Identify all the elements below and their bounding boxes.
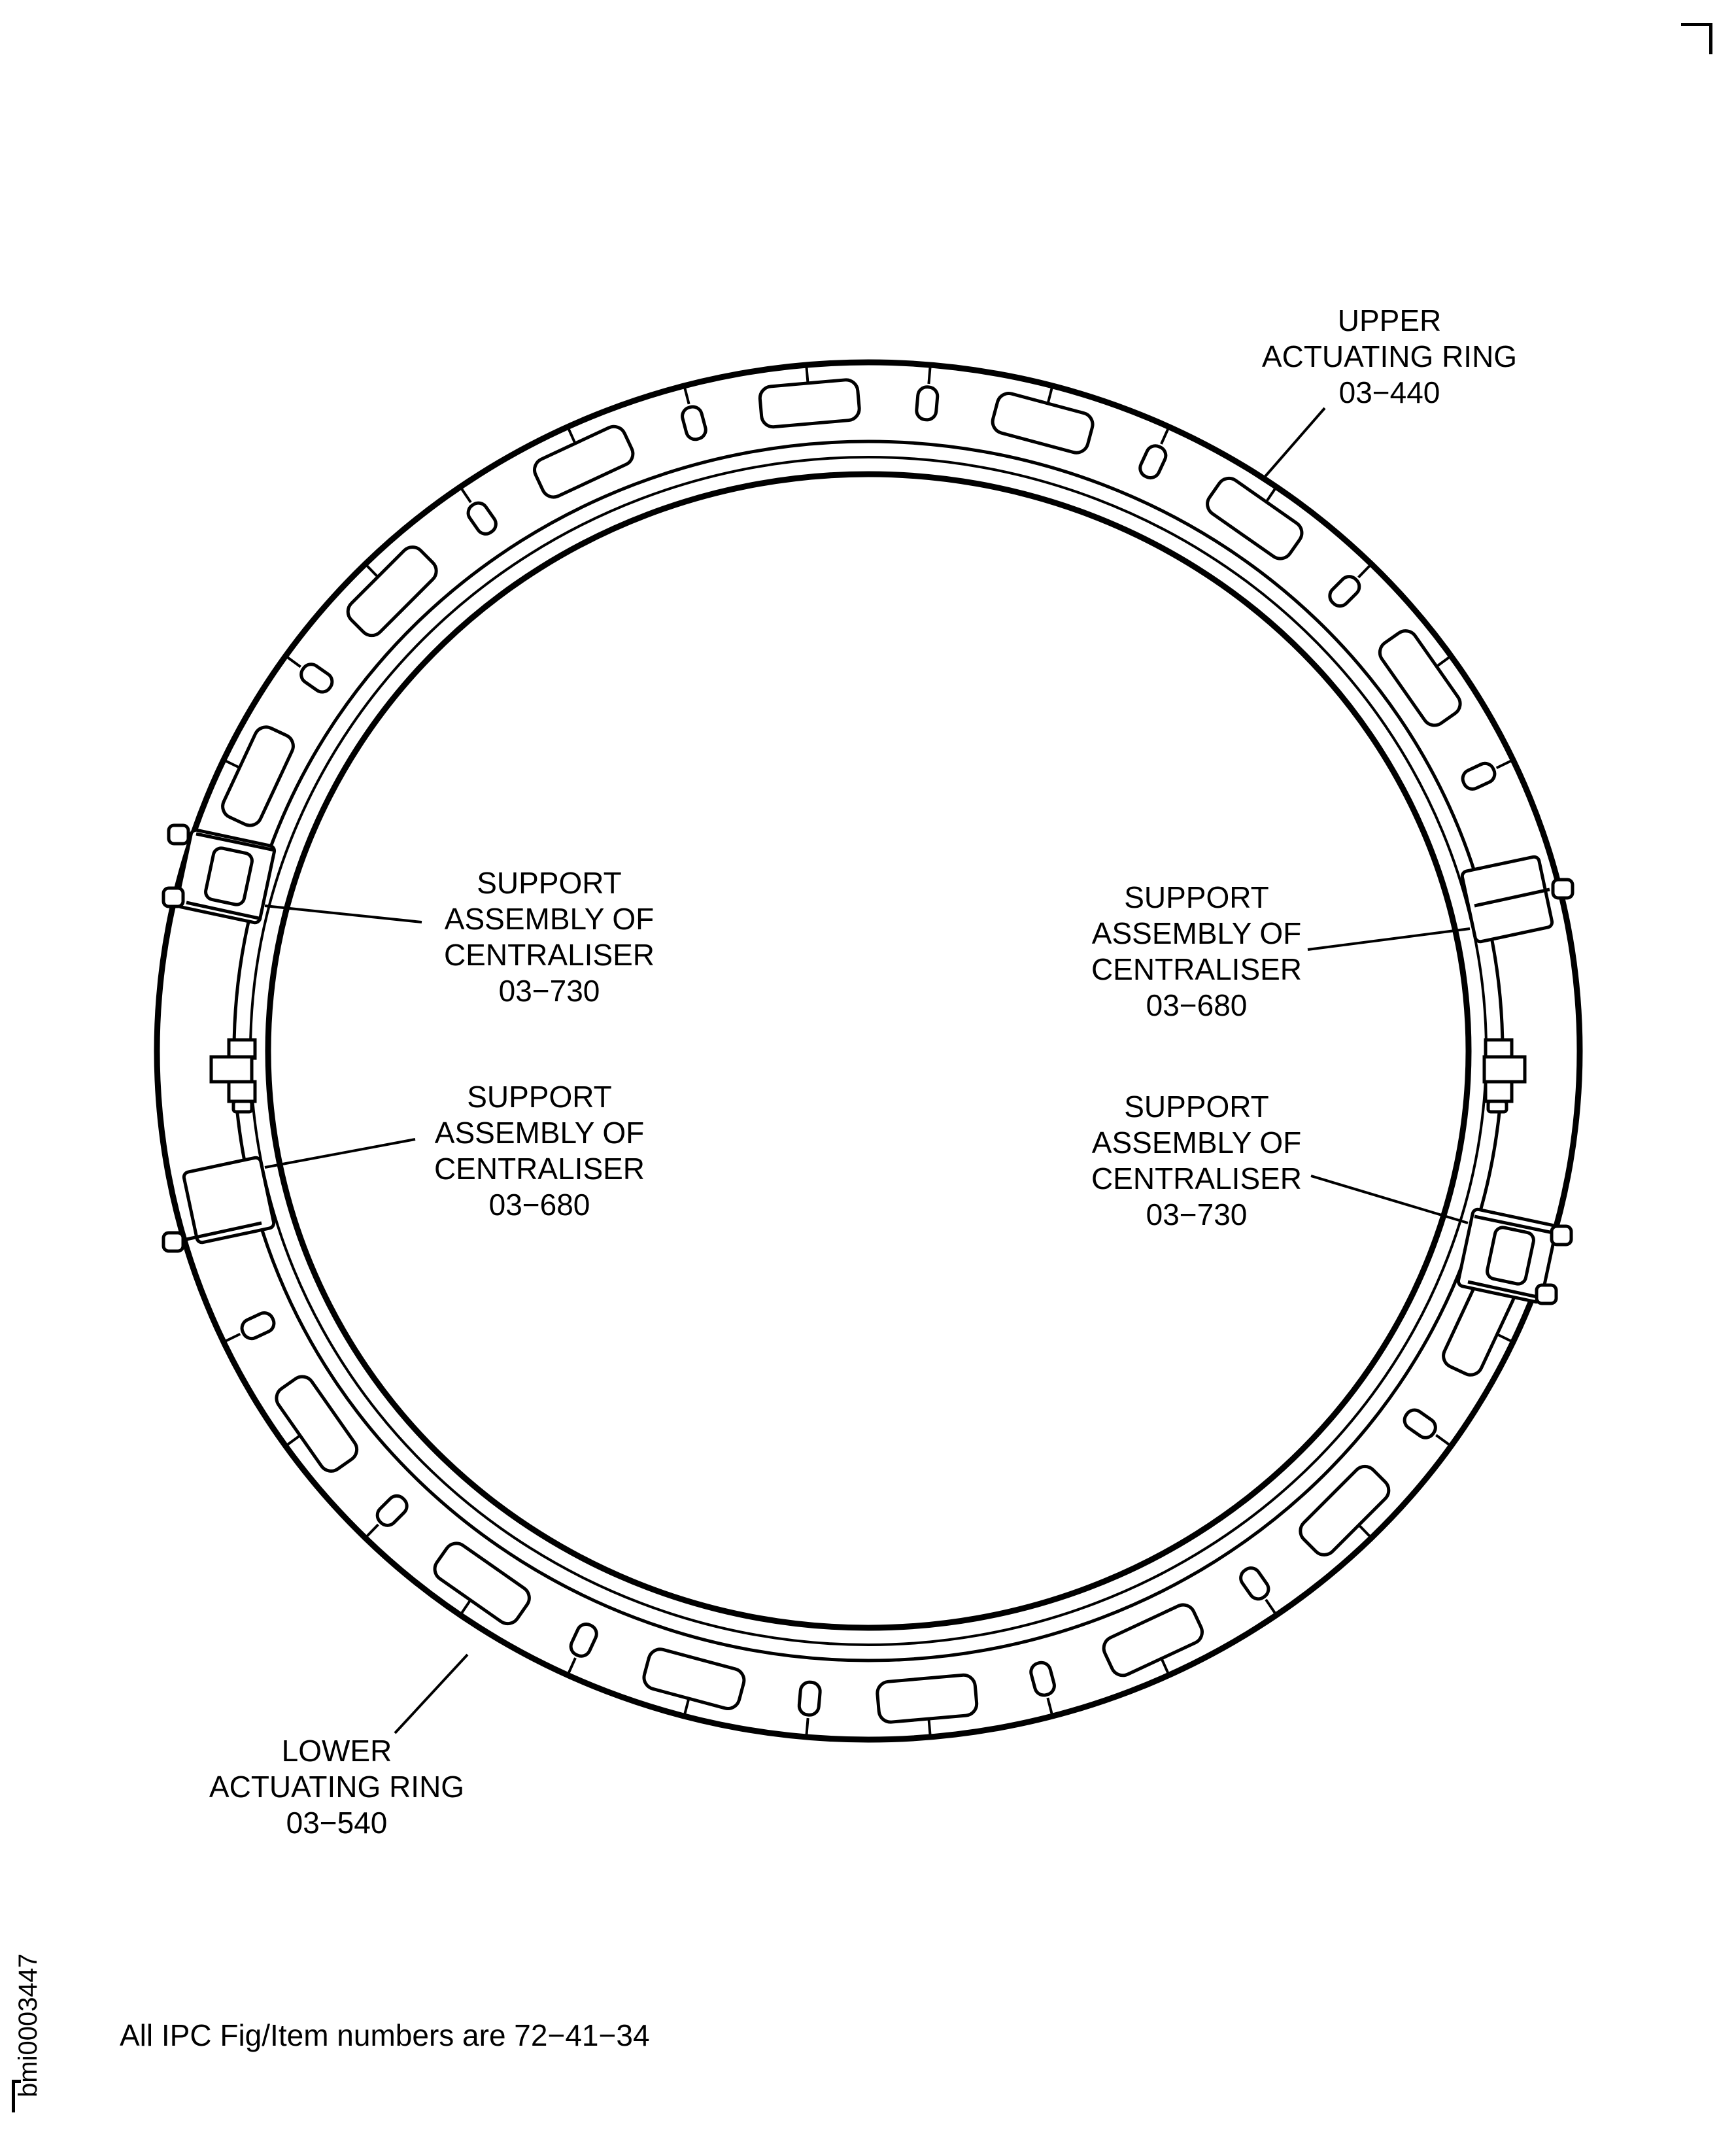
leader-left-upper xyxy=(264,904,422,923)
inner-flange-line xyxy=(249,456,1488,1646)
callout-line: 03−730 xyxy=(1146,1197,1248,1231)
callout-line: CENTRALISER xyxy=(1091,1162,1302,1196)
clevis-left xyxy=(209,1038,257,1114)
callout-line: 03−730 xyxy=(498,974,600,1008)
clevis-right xyxy=(1482,1038,1527,1114)
callout-lower-actuating-ring: LOWER ACTUATING RING 03−540 xyxy=(186,1733,487,1841)
slot-band-inner xyxy=(232,439,1505,1662)
callout-line: 03−680 xyxy=(488,1188,590,1222)
callout-line: UPPER xyxy=(1337,303,1442,337)
ring-ribs xyxy=(224,366,1513,1736)
callout-support-left-lower: SUPPORT ASSEMBLY OF CENTRALISER 03−680 xyxy=(409,1079,670,1223)
callout-line: ASSEMBLY OF xyxy=(1091,916,1302,950)
callout-line: 03−440 xyxy=(1338,375,1440,409)
callout-line: ASSEMBLY OF xyxy=(1091,1126,1302,1160)
leader-right-lower xyxy=(1310,1175,1469,1224)
leader-upper-ring xyxy=(1261,407,1326,481)
callout-line: LOWER xyxy=(281,1734,392,1768)
callout-support-left-upper: SUPPORT ASSEMBLY OF CENTRALISER 03−730 xyxy=(418,865,680,1009)
callout-line: ASSEMBLY OF xyxy=(434,1116,645,1150)
callout-line: ASSEMBLY OF xyxy=(444,902,655,936)
ipc-note: All IPC Fig/Item numbers are 72−41−34 xyxy=(120,2018,650,2052)
leader-right-upper xyxy=(1307,927,1471,951)
callout-line: 03−680 xyxy=(1146,988,1248,1022)
leader-lines xyxy=(264,407,1471,1734)
callout-line: ACTUATING RING xyxy=(209,1770,465,1804)
figure-id: bmi0003447 xyxy=(14,1953,43,2097)
callout-support-right-lower: SUPPORT ASSEMBLY OF CENTRALISER 03−730 xyxy=(1066,1089,1327,1233)
inner-ring-edge xyxy=(265,471,1472,1631)
leader-lower-ring xyxy=(394,1653,469,1734)
support-bracket-left-upper xyxy=(162,823,277,925)
callout-upper-actuating-ring: UPPER ACTUATING RING 03−440 xyxy=(1239,303,1540,411)
outer-ring-edge xyxy=(154,359,1583,1743)
callout-line: CENTRALISER xyxy=(443,938,655,972)
callout-line: CENTRALISER xyxy=(1091,952,1302,986)
callout-line: SUPPORT xyxy=(477,866,622,900)
support-bracket-right-upper xyxy=(1460,855,1574,944)
callout-line: ACTUATING RING xyxy=(1261,339,1518,373)
callout-line: CENTRALISER xyxy=(434,1152,645,1186)
callout-line: SUPPORT xyxy=(467,1080,612,1114)
figure-id-bracket xyxy=(12,2080,21,2112)
callout-support-right-upper: SUPPORT ASSEMBLY OF CENTRALISER 03−680 xyxy=(1066,880,1327,1024)
support-bracket-left-lower xyxy=(162,1156,276,1253)
callout-line: SUPPORT xyxy=(1124,880,1269,914)
callout-line: SUPPORT xyxy=(1124,1090,1269,1124)
leader-left-lower xyxy=(264,1138,416,1169)
callout-line: 03−540 xyxy=(286,1806,388,1840)
ring-slots xyxy=(221,378,1516,1724)
corner-crop-mark xyxy=(1681,23,1712,54)
support-bracket-right-lower xyxy=(1456,1207,1573,1305)
